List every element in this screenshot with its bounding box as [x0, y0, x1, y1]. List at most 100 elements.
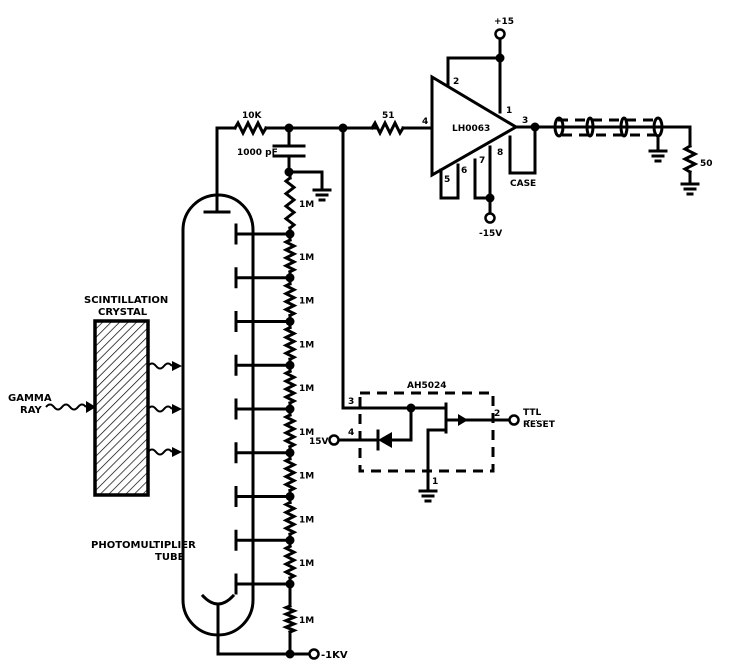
positive-supply-label: +15 — [494, 17, 514, 27]
dynode — [234, 311, 292, 332]
cable-shield-ground-icon — [648, 149, 668, 163]
amplifier-lh0063 — [430, 74, 519, 178]
resistor-50 — [681, 143, 699, 175]
junction-dot — [495, 53, 505, 63]
negative-supply-label: -15V — [479, 229, 502, 239]
amp-pin-4-label: 4 — [422, 117, 428, 127]
gamma-ray-label: GAMMA RAY — [8, 393, 52, 416]
amp-pin-1-label: 1 — [506, 106, 512, 116]
divider-resistor-label: 1M — [299, 297, 314, 307]
negative-hv-terminal[interactable] — [308, 648, 320, 660]
gamma-ray-wave-icon — [45, 403, 87, 411]
divider-resistor — [282, 369, 298, 406]
divider-resistor — [282, 412, 298, 449]
resistor-51 — [369, 119, 406, 137]
photon-arrow-3 — [147, 448, 173, 456]
photon-arrows — [147, 361, 182, 457]
coaxial-cable — [548, 116, 692, 152]
divider-resistor-label: 1M — [299, 340, 314, 350]
gamma-ray-label-line1: GAMMA — [8, 393, 52, 404]
dynodes — [234, 223, 292, 595]
switch-ground-icon — [418, 489, 438, 503]
ttl-reset-terminal[interactable] — [508, 414, 520, 426]
photon-arrowhead-1 — [172, 361, 182, 371]
dynode — [234, 354, 292, 376]
divider-resistor — [282, 281, 298, 318]
amp-pin-6-label: 6 — [461, 166, 467, 176]
amplifier-label: LH0063 — [452, 124, 490, 134]
divider-resistor-label: 1M — [299, 515, 314, 525]
divider-resistor — [282, 237, 298, 274]
scintillation-crystal-label: SCINTILLATION CRYSTAL — [84, 295, 168, 318]
ttl-reset-label: TTL RESET — [523, 408, 556, 430]
divider-resistor-label: 1M — [299, 384, 314, 394]
gamma-ray-label-line2: RAY — [20, 405, 42, 416]
fet-transistor — [426, 402, 472, 492]
capacitor-label: 1000 pF — [237, 148, 278, 158]
divider-resistor — [282, 604, 298, 634]
negative-supply-terminal[interactable] — [484, 212, 496, 224]
resistor-51-label: 51 — [382, 111, 395, 121]
switch-pin-3-label: 3 — [348, 397, 354, 407]
reset-voltage-label: 15V — [309, 437, 329, 447]
diode-icon — [376, 429, 392, 451]
dynode — [234, 223, 292, 245]
divider-resistor — [282, 456, 298, 493]
dynode — [234, 398, 292, 420]
photon-arrowhead-2 — [172, 404, 182, 414]
ttl-reset-label-line1: TTL — [523, 408, 541, 418]
dynode — [234, 442, 292, 464]
crystal-label-line2: CRYSTAL — [98, 307, 148, 318]
anode — [203, 126, 231, 214]
amp-pin-7-label: 7 — [479, 156, 485, 166]
dynode — [234, 486, 292, 507]
photon-arrow-2 — [147, 405, 173, 413]
switch-pin-4-label: 4 — [348, 428, 354, 438]
divider-resistor-label: 1M — [299, 200, 314, 210]
load-ground-icon — [680, 182, 700, 196]
amp-pin-8-label: 8 — [497, 148, 503, 158]
switch-pin-1-label: 1 — [432, 477, 438, 487]
divider-resistor — [283, 175, 297, 231]
resistor-50-label: 50 — [700, 159, 713, 169]
photon-arrowhead-3 — [172, 447, 182, 457]
divider-resistor — [282, 500, 298, 537]
switch-pin-2-label: 2 — [494, 409, 500, 419]
ground-icon — [312, 188, 332, 202]
ttl-reset-label-line2: RESET — [523, 420, 556, 430]
amp-pin-5-label: 5 — [444, 175, 450, 185]
negative-hv-label: -1KV — [321, 650, 348, 661]
divider-resistor-label: 1M — [299, 616, 314, 626]
divider-resistor-label: 1M — [299, 428, 314, 438]
dynode — [234, 267, 292, 289]
dynode — [234, 529, 292, 551]
photocathode — [200, 593, 292, 656]
amp-pin-2-label: 2 — [453, 77, 459, 87]
junction-dot — [485, 193, 495, 203]
amp-pin-3-label: 3 — [522, 116, 528, 126]
switch-label: AH5024 — [407, 381, 447, 391]
photomultiplier-tube-envelope — [181, 193, 255, 637]
resistor-10k-label: 10K — [242, 111, 263, 121]
divider-resistor-label: 1M — [299, 472, 314, 482]
divider-resistor-label: 1M — [299, 559, 314, 569]
scintillation-crystal — [93, 319, 150, 497]
pmt-label-line1: PHOTOMULTIPLIER — [91, 540, 196, 551]
case-label: CASE — [510, 179, 536, 189]
divider-resistor — [282, 325, 298, 362]
divider-resistor-label: 1M — [299, 253, 314, 263]
gamma-ray-arrowhead — [86, 401, 96, 413]
pmt-label-line2: TUBE — [155, 552, 185, 563]
capacitor-1000pf — [272, 126, 306, 174]
reset-voltage-terminal[interactable] — [328, 434, 340, 446]
photon-arrow-1 — [147, 362, 173, 370]
dynode — [234, 573, 292, 595]
positive-supply-terminal[interactable] — [494, 28, 506, 40]
voltage-divider-ladder: 1M 1M 1M 1M 1M 1M 1M 1M 1M 1M — [282, 170, 314, 656]
resistor-10k — [232, 119, 269, 137]
crystal-label-line1: SCINTILLATION — [84, 295, 168, 306]
case-connection — [508, 125, 537, 175]
photomultiplier-label: PHOTOMULTIPLIER TUBE — [91, 540, 196, 563]
divider-resistor — [282, 544, 298, 581]
